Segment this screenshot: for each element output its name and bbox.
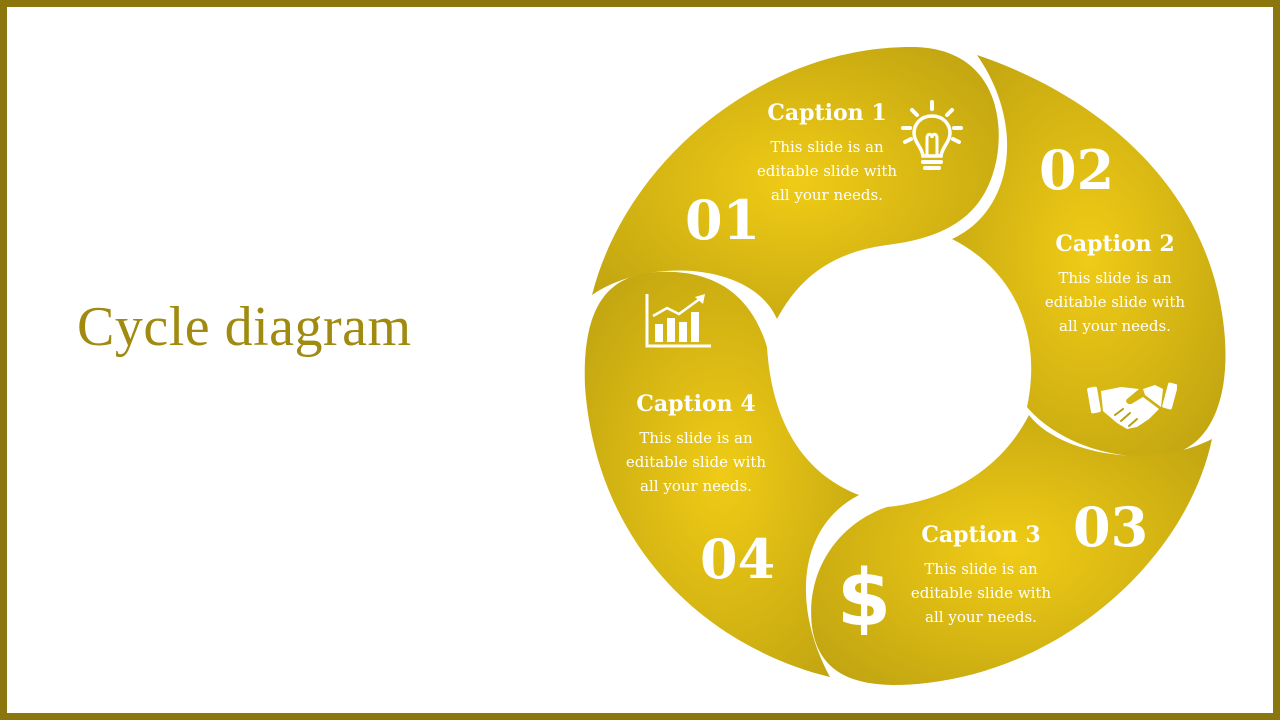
caption-block-1: Caption 1 This slide is an editable slid… [727,101,927,207]
caption-title-1: Caption 1 [767,100,887,126]
segment-number-1: 01 [685,188,761,252]
caption-text-1: This slide is an editable slide with all… [756,138,898,205]
cycle-segment-3 [811,415,1212,685]
caption-block-4: Caption 4 This slide is an editable slid… [596,392,796,498]
segment-number-4: 04 [700,527,776,591]
caption-text-2: This slide is an editable slide with all… [1044,269,1186,336]
cycle-diagram [584,46,1226,685]
dollar-icon: $ [837,555,891,635]
caption-title-4: Caption 4 [636,391,756,417]
caption-block-2: Caption 2 This slide is an editable slid… [1015,232,1215,338]
cycle-segment-1 [592,46,999,319]
caption-title-3: Caption 3 [921,522,1041,548]
caption-block-3: Caption 3 This slide is an editable slid… [881,523,1081,629]
cycle-segment-4 [584,271,859,677]
handshake-icon [1087,382,1177,429]
svg-text:$: $ [837,555,891,635]
cycle-segment-2 [952,55,1226,457]
caption-text-3: This slide is an editable slide with all… [910,560,1052,627]
page-title: Cycle diagram [77,296,412,358]
bar-chart-icon [645,294,711,348]
lightbulb-icon [901,100,963,170]
caption-text-4: This slide is an editable slide with all… [625,429,767,496]
segment-number-3: 03 [1073,495,1149,559]
segment-number-2: 02 [1039,138,1115,202]
caption-title-2: Caption 2 [1055,231,1175,257]
